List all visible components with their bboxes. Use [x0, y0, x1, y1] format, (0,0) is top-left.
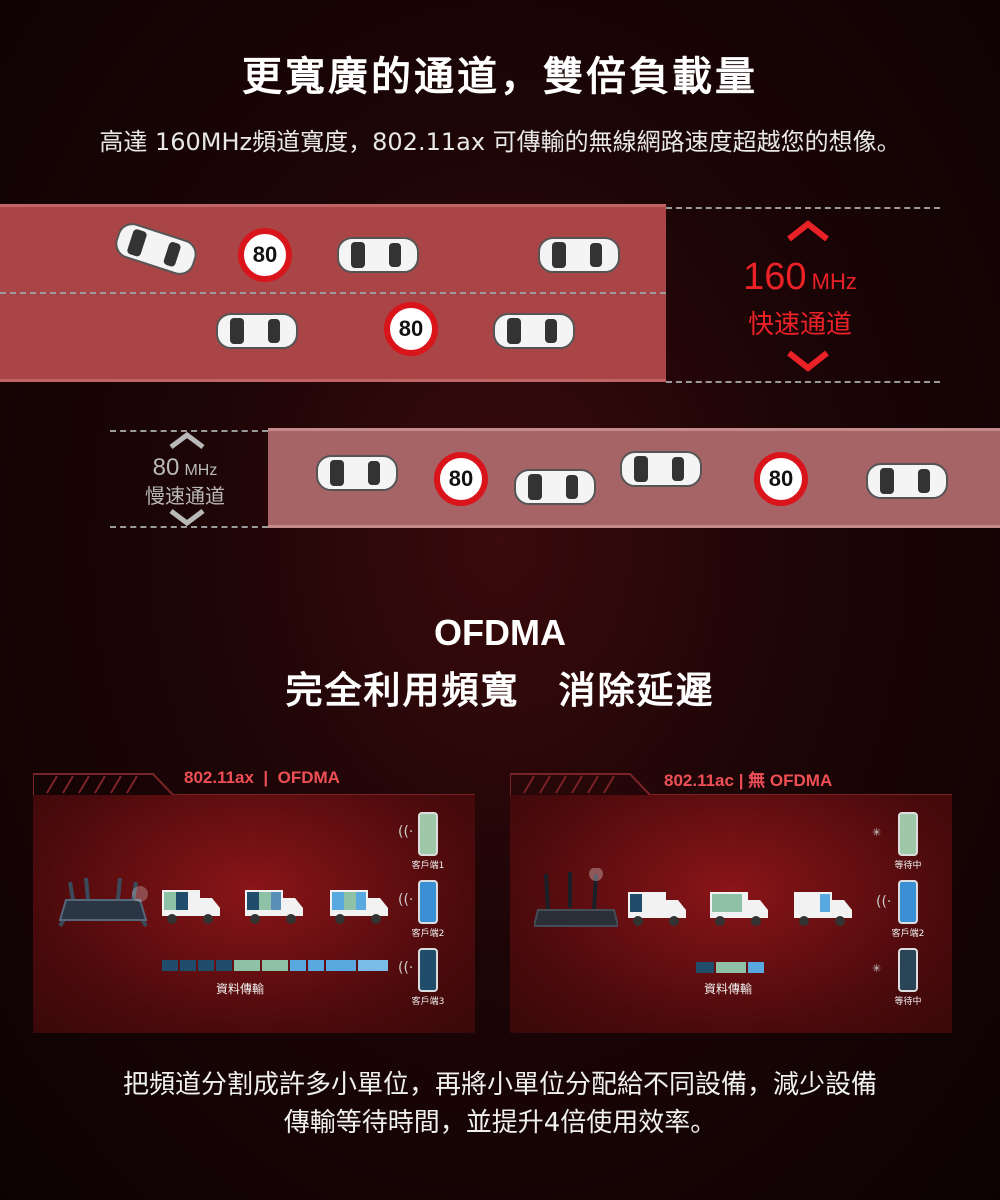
phone-icon: [418, 948, 438, 992]
chevron-down-icon: [787, 350, 829, 372]
phone-icon: [418, 880, 438, 924]
speed-limit-sign: 80: [754, 452, 808, 506]
fast-lane-label: 快速通道: [747, 310, 852, 340]
slow-lane-bandwidth: 80 MHz: [110, 454, 260, 482]
slow-lane-bandwidth-unit: MHz: [184, 462, 218, 479]
phone-icon: [898, 812, 918, 856]
loading-spinner-icon: ✳: [872, 962, 882, 975]
fast-lane-bound-bottom: [666, 381, 940, 383]
speed-limit-sign: 80: [434, 452, 488, 506]
phone-icon: [898, 948, 918, 992]
fast-lane-bandwidth-value: 160: [743, 256, 807, 298]
truck-icon: [162, 890, 220, 924]
car-icon: [316, 455, 398, 491]
slow-lane-label: 慢速通道: [145, 484, 225, 508]
data-transfer-bar: [696, 962, 764, 973]
slow-lane-bandwidth-value: 80: [152, 454, 180, 481]
client-label: 等待中: [894, 997, 922, 1007]
truck-icon: [245, 890, 303, 924]
data-transfer-label: 資料傳輸: [704, 982, 753, 996]
footer-description: 把頻道分割成許多小單位，再將小單位分配給不同設備，減少設備 傳輸等待時間，並提升…: [0, 1066, 1000, 1142]
speed-limit-sign: 80: [238, 228, 292, 282]
wifi-signal-icon: ((·: [398, 960, 414, 976]
phone-icon: [418, 812, 438, 856]
page-subtitle: 高達 160MHz頻道寬度，802.11ax 可傳輸的無線網路速度超越您的想像。: [99, 128, 901, 156]
fast-lane-bandwidth-unit: MHz: [811, 269, 857, 294]
wifi-signal-icon: ((·: [876, 894, 892, 910]
footer-line-2: 傳輸等待時間，並提升4倍使用效率。: [283, 1108, 717, 1138]
wifi-signal-icon: ((·: [398, 892, 414, 908]
page-title: 更寬廣的通道，雙倍負載量: [242, 54, 758, 100]
client-label: 客戶端2: [891, 929, 925, 939]
client-label: 客戶端2: [411, 929, 445, 939]
truck-icon: [628, 892, 686, 926]
footer-line-1: 把頻道分割成許多小單位，再將小單位分配給不同設備，減少設備: [122, 1070, 877, 1100]
fast-lane-bound-top: [666, 207, 940, 209]
chevron-up-icon: [787, 220, 829, 242]
left-panel-tab: 802.11ax | OFDMA: [184, 768, 340, 787]
truck-icon: [794, 892, 852, 926]
car-icon: [216, 313, 298, 349]
client-label: 客戶端3: [411, 997, 445, 1007]
fast-lane-bandwidth: 160 MHz: [700, 256, 900, 299]
car-icon: [620, 451, 702, 487]
car-icon: [514, 469, 596, 505]
ofdma-subheading: 完全利用頻寬 消除延遲: [285, 669, 715, 712]
car-icon: [866, 463, 948, 499]
wifi-signal-icon: ((·: [398, 824, 414, 840]
car-icon: [115, 223, 197, 275]
router-icon: [534, 868, 618, 927]
truck-icon: [330, 890, 388, 924]
data-transfer-label: 資料傳輸: [216, 982, 265, 996]
right-panel-tab: 802.11ac | 無 OFDMA: [664, 771, 833, 790]
fast-lane-divider: [0, 292, 666, 294]
truck-icon: [710, 892, 768, 926]
ofdma-heading: OFDMA: [434, 612, 566, 653]
car-icon: [538, 237, 620, 273]
router-icon: [58, 877, 148, 928]
speed-limit-sign: 80: [384, 302, 438, 356]
car-icon: [493, 313, 575, 349]
car-icon: [337, 237, 419, 273]
phone-icon: [898, 880, 918, 924]
chevron-up-icon: [169, 432, 205, 449]
chevron-down-icon: [169, 509, 205, 526]
slow-lane-bound-top: [110, 430, 268, 432]
client-label: 客戶端1: [411, 861, 445, 871]
data-transfer-bar: [162, 960, 388, 971]
loading-spinner-icon: ✳: [872, 826, 882, 839]
slow-lane-bound-bottom: [110, 526, 268, 528]
client-label: 等待中: [894, 861, 922, 871]
